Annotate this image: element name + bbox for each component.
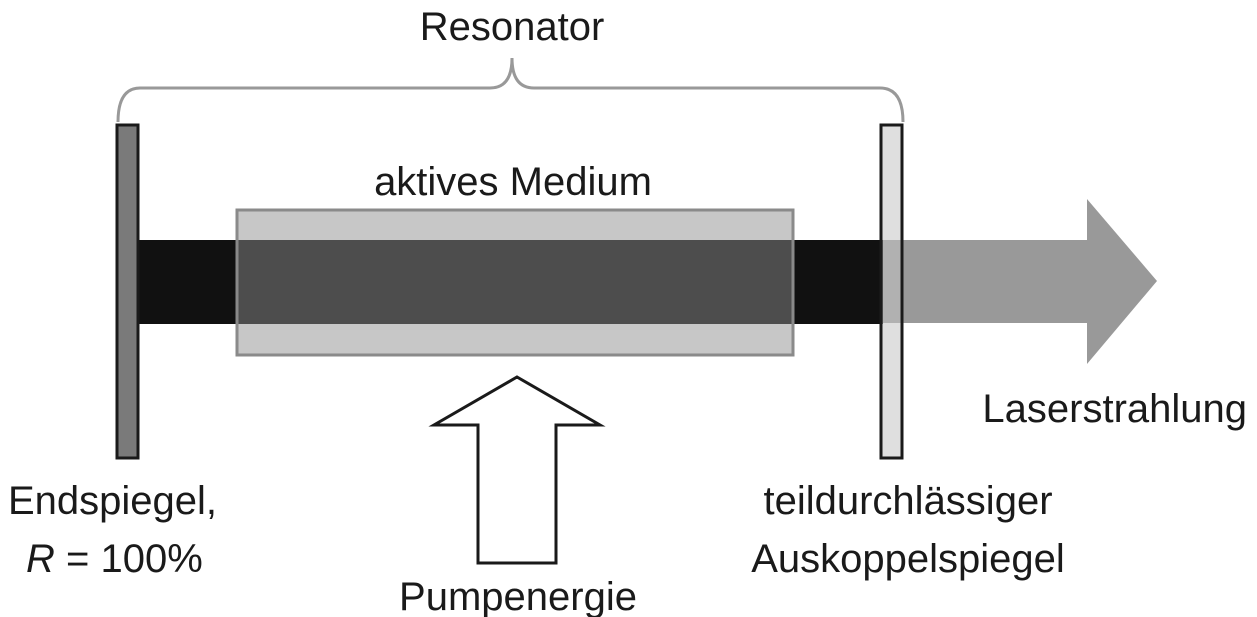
laser-radiation-label: Laserstrahlung [982,387,1247,431]
pump-energy-arrow [428,375,606,565]
resonator-label: Resonator [420,5,605,49]
active-medium-core [238,240,792,324]
end-mirror-label-line1: Endspiegel, [8,479,217,523]
pump-energy-label: Pumpenergie [399,575,637,617]
output-mirror-label-line2: Auskoppelspiegel [751,537,1065,581]
end-mirror [115,123,140,460]
output-coupler-mirror [879,123,904,460]
reflectivity-value: = 100% [55,537,203,581]
end-mirror-label-line2: R = 100% [26,537,203,581]
reflectivity-symbol: R [26,537,55,581]
output-mirror-label-line1: teildurchlässiger [763,479,1052,523]
laser-output-arrow [880,199,1157,364]
active-medium-label: aktives Medium [374,160,652,204]
resonator-brace [116,57,905,123]
